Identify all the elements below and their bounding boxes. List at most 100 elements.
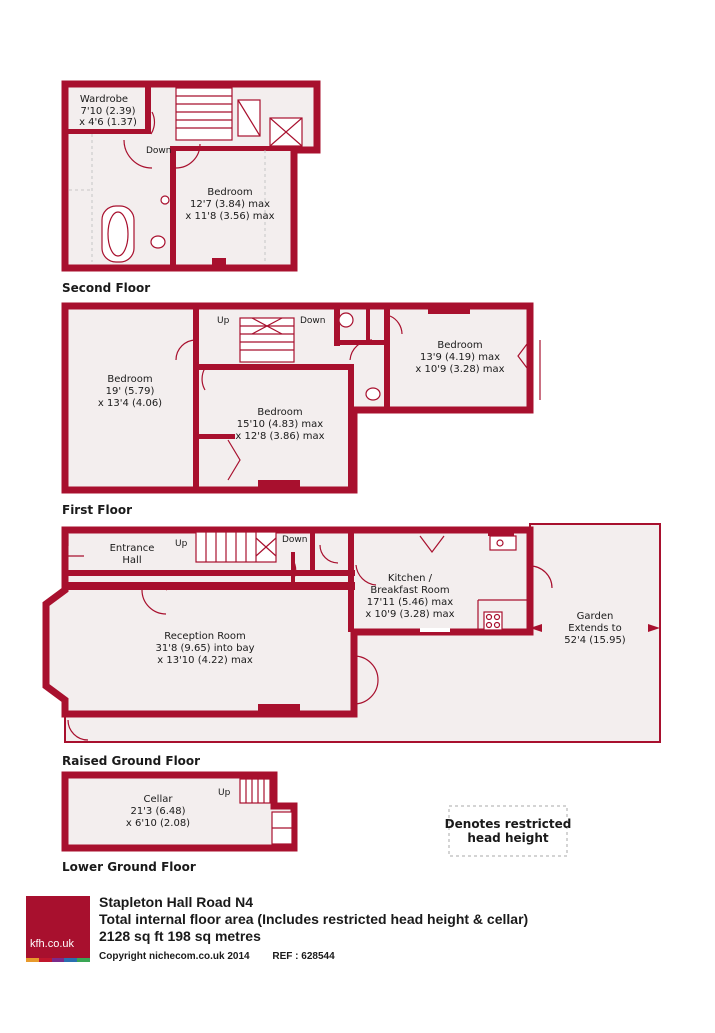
stair-down-label: Down <box>146 146 172 156</box>
wall <box>420 628 450 632</box>
bedroom-dim2: x 11'8 (3.56) max <box>185 211 274 222</box>
wardrobe-dim1: 7'10 (2.39) <box>80 106 135 117</box>
stairs <box>175 87 233 141</box>
wall <box>334 306 340 346</box>
wall <box>65 570 355 576</box>
lower-ground-outline <box>61 771 298 852</box>
door-swing <box>419 535 445 553</box>
wall <box>193 306 199 490</box>
wall <box>212 258 226 268</box>
french-doors <box>517 339 541 400</box>
copyright: Copyright nichecom.co.uk 2014 <box>99 951 250 962</box>
area-values: 2128 sq ft 198 sq metres <box>99 928 261 944</box>
wall <box>258 480 300 490</box>
logo-text: kfh.co.uk <box>30 938 75 950</box>
stairs <box>195 531 277 563</box>
reception-dim1: 31'8 (9.65) into bay <box>156 643 255 654</box>
restricted-height-lines <box>69 134 266 262</box>
reception-dim2: x 13'10 (4.22) max <box>157 655 253 666</box>
garden-dimension-arrows <box>530 624 660 632</box>
door-swing <box>123 139 153 169</box>
bedroom-middle-dim2: x 12'8 (3.86) max <box>235 431 324 442</box>
door-swing <box>389 315 403 335</box>
garden-dim: 52'4 (15.95) <box>564 635 626 646</box>
wall <box>348 364 354 490</box>
first-floor: Up Down Bedroom 19' (5.79) x 13'4 (4.06)… <box>61 302 541 517</box>
wc <box>365 387 381 401</box>
kitchen-dim1: 17'11 (5.46) max <box>367 597 453 608</box>
bedroom-right-dim1: 13'9 (4.19) max <box>420 352 500 363</box>
door-swing <box>67 719 89 741</box>
stair-up-label: Up <box>218 788 231 798</box>
floor-title: First Floor <box>62 503 132 517</box>
reference: REF : 628544 <box>272 951 335 962</box>
logo-color-bars <box>26 958 90 962</box>
second-floor: Wardrobe 7'10 (2.39) x 4'6 (1.37) Down B… <box>61 80 321 295</box>
raised-ground-floor: Entrance Hall Up Down Reception Room 31'… <box>42 523 661 768</box>
logo-bar <box>64 958 78 962</box>
door-swing <box>175 143 201 169</box>
kitchen-line1: Kitchen / <box>388 573 433 584</box>
logo-bar <box>77 958 90 962</box>
door-swing <box>292 559 297 581</box>
logo-bar <box>26 958 39 962</box>
bedroom-left-dim2: x 13'4 (4.06) <box>98 398 162 409</box>
door-swing <box>355 564 377 586</box>
restricted-height-legend: Denotes restricted head height <box>445 805 572 857</box>
stairs <box>239 317 295 363</box>
wall <box>258 704 300 714</box>
wall <box>170 146 294 151</box>
stair-down-label: Down <box>282 535 308 545</box>
cellar-dim2: x 6'10 (2.08) <box>126 818 190 829</box>
bedroom-left-name: Bedroom <box>107 374 152 385</box>
door-swing <box>175 339 197 361</box>
copyright-line: Copyright nichecom.co.uk 2014 REF : 6285… <box>99 951 528 962</box>
wall <box>384 306 390 410</box>
legend-line2: head height <box>467 831 548 845</box>
logo-bar <box>38 958 52 962</box>
entrance-hall-line2: Hall <box>122 555 141 566</box>
area-note: Total internal floor area (Includes rest… <box>99 911 529 927</box>
wall <box>145 84 151 134</box>
property-info: Stapleton Hall Road N4 Total internal fl… <box>99 894 528 962</box>
bedroom-middle-name: Bedroom <box>257 407 302 418</box>
wall <box>366 306 370 340</box>
bedroom-right-dim2: x 10'9 (3.28) max <box>415 364 504 375</box>
garden-line2: Extends to <box>568 623 621 634</box>
kfh-logo: kfh.co.uk <box>26 896 90 962</box>
door-swing <box>141 589 167 615</box>
basin <box>160 195 170 205</box>
door-swing <box>165 585 187 591</box>
door-swing <box>150 111 156 135</box>
floor-title: Lower Ground Floor <box>62 860 196 874</box>
cellar-dim1: 21'3 (6.48) <box>130 806 185 817</box>
door-swing <box>67 534 84 557</box>
door-swing <box>349 339 373 361</box>
kitchen-dim2: x 10'9 (3.28) max <box>365 609 454 620</box>
stair-up-label: Up <box>175 539 188 549</box>
hob <box>483 611 503 631</box>
wall <box>199 434 235 439</box>
floor-title: Second Floor <box>62 281 150 295</box>
door-swing <box>529 565 553 589</box>
wall <box>488 530 514 536</box>
entrance-hall-line1: Entrance <box>110 543 155 554</box>
bedroom-left-dim1: 19' (5.79) <box>106 386 155 397</box>
wall <box>348 530 354 632</box>
wall <box>199 364 354 370</box>
door-swing <box>319 544 339 564</box>
door-swing <box>227 439 241 481</box>
wall <box>310 530 315 576</box>
wall <box>65 129 151 134</box>
wall <box>291 552 295 582</box>
bedroom-right-name: Bedroom <box>437 340 482 351</box>
wall <box>428 306 470 314</box>
floor-plan: Wardrobe 7'10 (2.39) x 4'6 (1.37) Down B… <box>42 80 661 874</box>
cellar-name: Cellar <box>144 794 174 805</box>
legend-line1: Denotes restricted <box>445 817 572 831</box>
stair-up-label: Up <box>217 316 230 326</box>
door-swing <box>201 367 206 391</box>
lower-ground-floor: Up Cellar 21'3 (6.48) x 6'10 (2.08) Lowe… <box>61 771 298 874</box>
floor-title: Raised Ground Floor <box>62 754 200 768</box>
garden-line1: Garden <box>577 611 614 622</box>
